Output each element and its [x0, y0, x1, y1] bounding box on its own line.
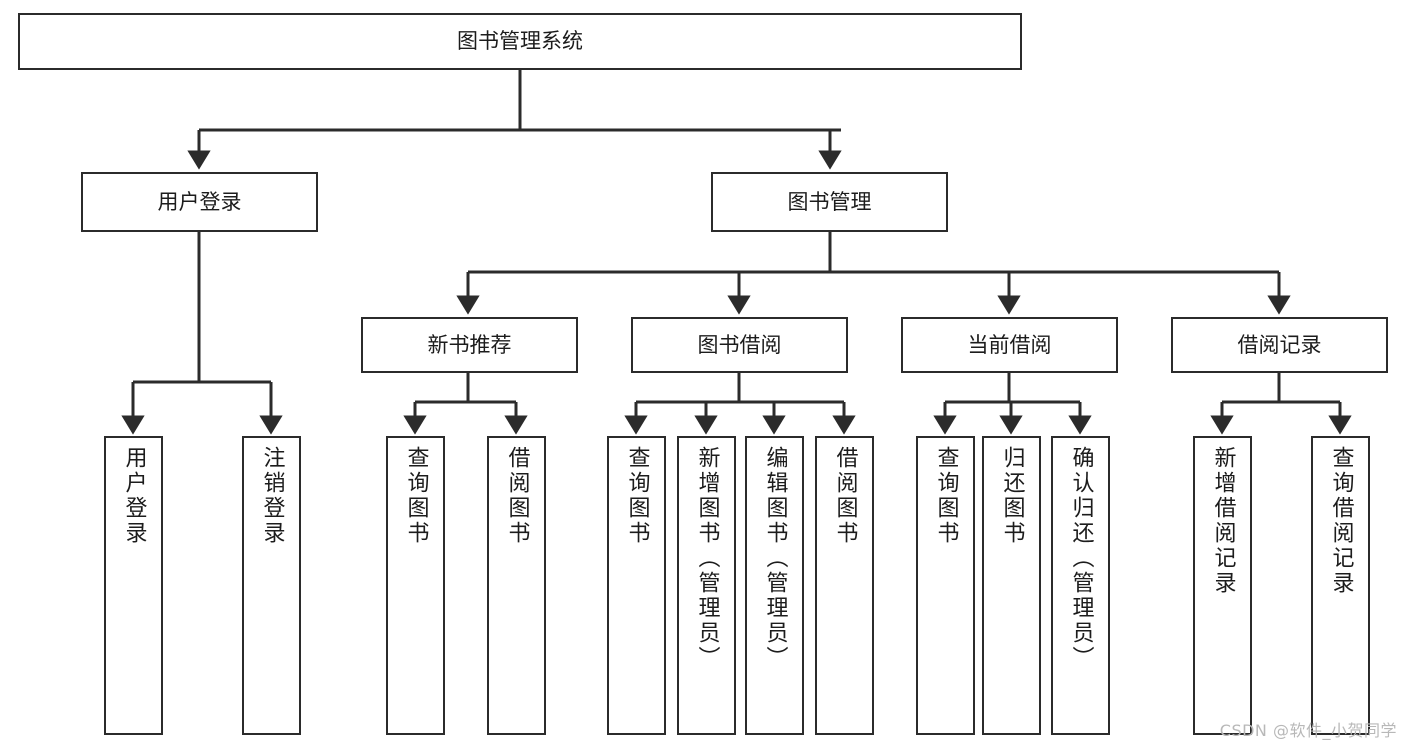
node-borrow-records[interactable]: 借阅记录 [1171, 317, 1388, 373]
node-leaf-edit-book-admin-label: 编辑图书（管理员） [762, 446, 788, 671]
node-root-system-label: 图书管理系统 [457, 29, 583, 54]
node-leaf-query-book-current-label: 查询图书 [933, 446, 959, 546]
node-book-management-label: 图书管理 [787, 189, 872, 214]
node-book-borrow-label: 图书借阅 [697, 332, 782, 357]
node-leaf-edit-book-admin[interactable]: 编辑图书（管理员） [745, 436, 804, 735]
node-leaf-logout-label: 注销登录 [259, 446, 285, 546]
node-leaf-query-book-borrow-label: 查询图书 [624, 446, 650, 546]
node-leaf-query-borrow-record-label: 查询借阅记录 [1328, 446, 1354, 596]
node-leaf-add-borrow-record-label: 新增借阅记录 [1210, 446, 1236, 596]
node-leaf-add-borrow-record[interactable]: 新增借阅记录 [1193, 436, 1252, 735]
node-leaf-user-login-label: 用户登录 [121, 446, 147, 546]
node-leaf-add-book-admin-label: 新增图书（管理员） [694, 446, 720, 671]
node-user-login-label: 用户登录 [157, 189, 242, 214]
node-new-book-recommend[interactable]: 新书推荐 [361, 317, 578, 373]
node-book-borrow[interactable]: 图书借阅 [631, 317, 848, 373]
node-leaf-user-login[interactable]: 用户登录 [104, 436, 163, 735]
node-leaf-return-book-label: 归还图书 [999, 446, 1025, 546]
node-leaf-query-book-current[interactable]: 查询图书 [916, 436, 975, 735]
node-root-system[interactable]: 图书管理系统 [18, 13, 1022, 70]
node-current-borrow-label: 当前借阅 [967, 332, 1052, 357]
node-leaf-borrow-book-recommend-label: 借阅图书 [504, 446, 530, 546]
node-leaf-borrow-book-recommend[interactable]: 借阅图书 [487, 436, 546, 735]
node-leaf-query-book-recommend-label: 查询图书 [403, 446, 429, 546]
node-leaf-query-book-borrow[interactable]: 查询图书 [607, 436, 666, 735]
node-book-management[interactable]: 图书管理 [711, 172, 948, 232]
node-leaf-borrow-book[interactable]: 借阅图书 [815, 436, 874, 735]
node-leaf-add-book-admin[interactable]: 新增图书（管理员） [677, 436, 736, 735]
node-leaf-logout[interactable]: 注销登录 [242, 436, 301, 735]
node-leaf-confirm-return-admin[interactable]: 确认归还（管理员） [1051, 436, 1110, 735]
node-user-login[interactable]: 用户登录 [81, 172, 318, 232]
node-leaf-query-book-recommend[interactable]: 查询图书 [386, 436, 445, 735]
node-leaf-return-book[interactable]: 归还图书 [982, 436, 1041, 735]
node-borrow-records-label: 借阅记录 [1237, 332, 1322, 357]
node-leaf-query-borrow-record[interactable]: 查询借阅记录 [1311, 436, 1370, 735]
node-new-book-recommend-label: 新书推荐 [427, 332, 512, 357]
node-leaf-confirm-return-admin-label: 确认归还（管理员） [1068, 446, 1094, 671]
node-leaf-borrow-book-label: 借阅图书 [832, 446, 858, 546]
node-current-borrow[interactable]: 当前借阅 [901, 317, 1118, 373]
